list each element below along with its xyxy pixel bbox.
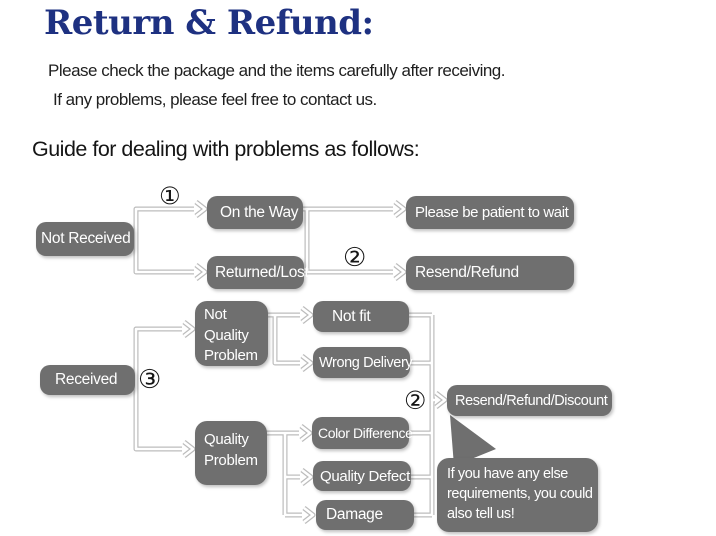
- speech-bubble-tail: [450, 415, 496, 466]
- step-marker-2-bottom: ②: [404, 386, 427, 415]
- flow-node-not-quality-problem: Not Quality Problem: [195, 301, 268, 366]
- flow-node-not-received: Not Received: [36, 222, 134, 256]
- intro-line-2: If any problems, please feel free to con…: [53, 90, 377, 109]
- flow-node-wrong-delivery: Wrong Delivery: [313, 347, 413, 378]
- step-marker-2: ②: [343, 243, 367, 273]
- page-title: Return & Refund:: [44, 3, 374, 43]
- flow-node-on-the-way: On the Way: [207, 196, 303, 229]
- flow-node-quality-problem: Quality Problem: [195, 421, 267, 485]
- flow-node-resend-refund: Resend/Refund: [406, 256, 574, 290]
- flow-node-received: Received: [40, 365, 135, 395]
- flow-node-be-patient: Please be patient to wait: [406, 196, 574, 229]
- flow-node-not-fit: Not fit: [313, 301, 409, 332]
- flow-node-damage: Damage: [316, 500, 414, 530]
- flow-node-resend-refund-discount: Resend/Refund/Discount: [447, 385, 612, 416]
- step-marker-1: ①: [159, 182, 181, 210]
- flow-node-color-difference: Color Difference: [312, 417, 413, 449]
- intro-line-1: Please check the package and the items c…: [48, 61, 506, 80]
- flow-node-quality-defect: Quality Defect: [313, 461, 411, 491]
- speech-bubble-note: If you have any else requirements, you c…: [437, 458, 598, 532]
- flow-node-returned-lost: Returned/Lost: [207, 256, 309, 289]
- guide-heading: Guide for dealing with problems as follo…: [32, 137, 420, 161]
- step-marker-3: ③: [138, 365, 162, 395]
